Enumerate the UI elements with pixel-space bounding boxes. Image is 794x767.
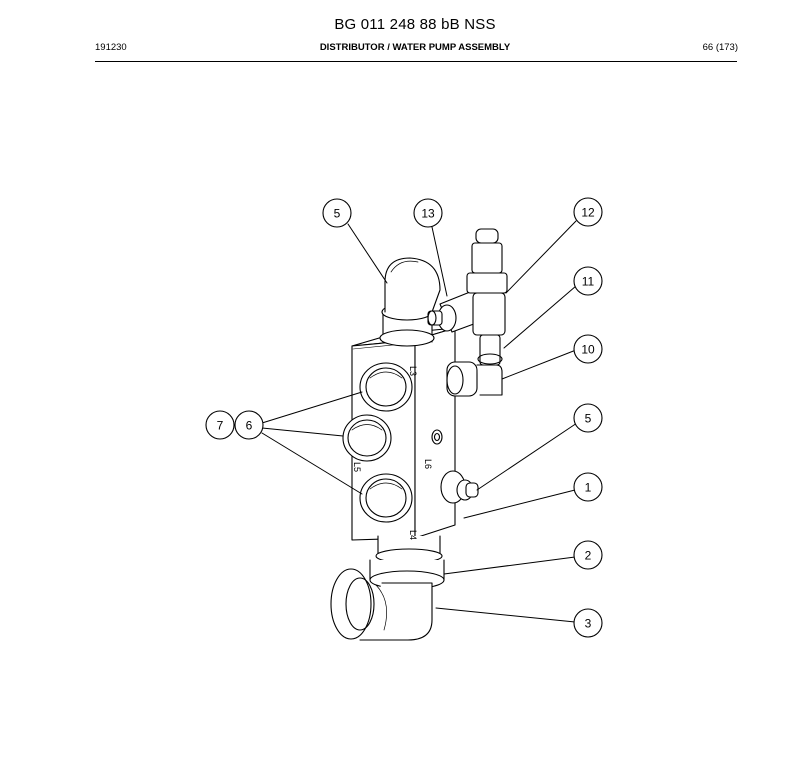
date-code: 191230: [95, 42, 127, 53]
port-label-l4: L4: [408, 530, 418, 540]
callout-7: 7: [205, 410, 235, 440]
callout-1: 1: [573, 472, 603, 502]
plug-lower: [359, 473, 413, 523]
document-id: BG 011 248 88 bB NSS: [334, 16, 496, 33]
callout-4: 5: [322, 198, 352, 228]
callout-3: 3: [573, 608, 603, 638]
header-rule: [95, 61, 737, 62]
callout-5: 5: [573, 403, 603, 433]
callout-5-label: 5: [585, 412, 592, 426]
side-port-hole-inner: [433, 432, 441, 442]
plug-middle: [342, 414, 392, 462]
callout-6-label: 6: [246, 419, 253, 433]
callout-13: 13: [413, 198, 443, 228]
bottom-adapter: [369, 535, 445, 590]
leader-lines: [261, 220, 578, 623]
callout-2-label: 2: [585, 549, 592, 563]
valve-cartridge: [466, 228, 508, 366]
bottom-elbow-fitting: [330, 568, 433, 641]
callout-3-label: 3: [585, 617, 592, 631]
port-label-l5: L5: [352, 462, 362, 472]
side-fitting: [440, 470, 479, 504]
callout-12-label: 12: [581, 206, 595, 220]
top-elbow-fitting: [379, 257, 441, 347]
callout-13-label: 13: [421, 207, 435, 221]
port-label-l6: L6: [423, 459, 433, 469]
callout-12: 12: [573, 197, 603, 227]
callout-11: 11: [573, 266, 603, 296]
callout-10: 10: [573, 334, 603, 364]
callout-7-label: 7: [217, 419, 224, 433]
callout-11-label: 11: [582, 275, 595, 289]
callout-4-label: 5: [334, 207, 341, 221]
side-elbow-fitting: [446, 361, 503, 397]
callouts: 5 13 12 11 10 5 1 2: [205, 197, 603, 638]
section-title: DISTRIBUTOR / WATER PUMP ASSEMBLY: [319, 42, 511, 53]
port-labels: L3 L5 L6 L4: [352, 366, 433, 540]
callout-6: 6: [234, 410, 264, 440]
callout-1-label: 1: [585, 481, 592, 495]
callout-2: 2: [573, 540, 603, 570]
page-number: 66 (173): [702, 42, 738, 53]
plug-upper: [359, 362, 413, 412]
port-label-l3: L3: [408, 366, 418, 376]
side-port-hole: [431, 429, 443, 445]
callout-10-label: 10: [581, 343, 595, 357]
